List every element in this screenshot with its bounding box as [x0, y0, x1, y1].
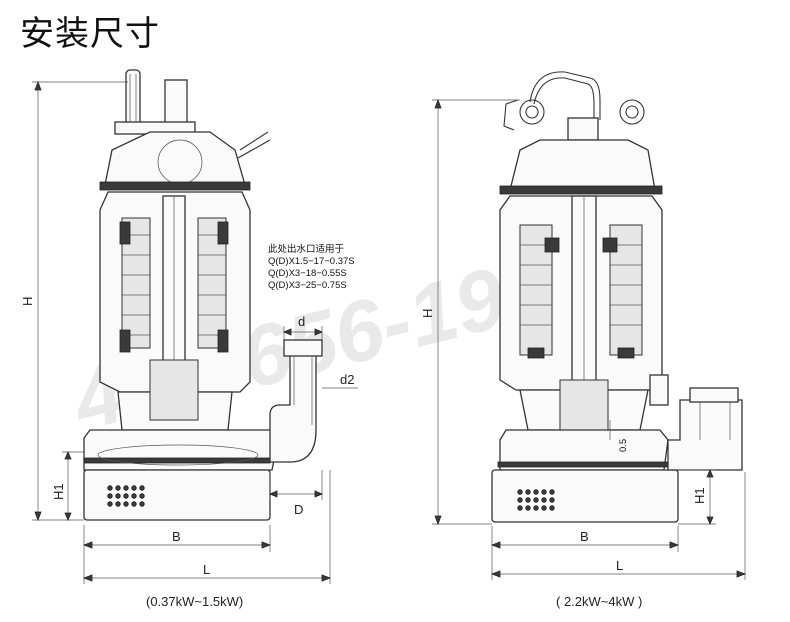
left-dim-H1: H1 [51, 483, 66, 500]
left-dim-d2: d2 [340, 372, 354, 387]
page-title: 安装尺寸 [20, 14, 160, 54]
right-pump-caption: ( 2.2kW~4kW ) [556, 594, 642, 609]
right-dim-tag: 0.5 [618, 439, 629, 452]
right-dim-L: L [616, 558, 623, 573]
left-dim-B: B [172, 529, 181, 544]
outlet-note-line-3: Q(D)X3−18−0.55S [268, 268, 347, 279]
outlet-note-line-1: 此处出水口适用于 [268, 243, 344, 255]
right-dim-H: H [420, 309, 435, 318]
outlet-note-line-2: Q(D)X1.5−17−0.37S [268, 256, 355, 267]
left-dim-L: L [203, 562, 210, 577]
left-pump-caption: (0.37kW~1.5kW) [146, 594, 243, 609]
left-pump-drawing: H H1 B L D d d2 此处出水口适用于 Q(D)X1.5−17−0.3… [20, 69, 358, 609]
left-dim-H: H [20, 297, 35, 306]
outlet-note-line-4: Q(D)X3−25−0.75S [268, 280, 347, 291]
right-pump-drawing: H H1 B L 0.5 ( 2.2kW~4kW ) [420, 71, 747, 609]
left-dim-D: D [294, 502, 303, 517]
left-dim-d: d [298, 314, 305, 329]
right-dim-B: B [580, 529, 589, 544]
right-dim-H1: H1 [692, 487, 707, 504]
